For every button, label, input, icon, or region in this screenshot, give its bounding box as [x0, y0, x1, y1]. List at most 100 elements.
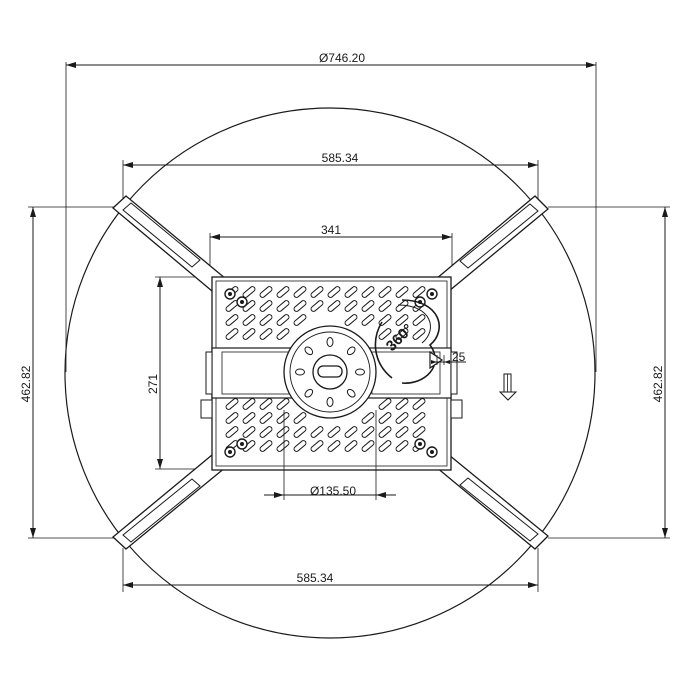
- right-height-label: 462.82: [651, 365, 665, 402]
- slot: [395, 300, 409, 312]
- corner-bolts: [224, 288, 438, 458]
- hub-hole: [326, 337, 334, 347]
- arm-span-bottom-label: 585.34: [297, 571, 334, 585]
- slot: [276, 314, 290, 326]
- slot: [293, 286, 307, 298]
- tool-symbol: [498, 373, 518, 401]
- hub-hole: [346, 388, 356, 398]
- slot: [327, 300, 341, 312]
- slot: [276, 440, 290, 452]
- slot: [242, 328, 256, 340]
- right-height-dimension: 462.82: [548, 206, 670, 539]
- slot: [242, 398, 256, 410]
- plate-height-label: 271: [146, 374, 160, 394]
- slot: [276, 398, 290, 410]
- slot: [225, 328, 239, 340]
- slot: [242, 426, 256, 438]
- slot: [276, 412, 290, 424]
- slot: [412, 328, 426, 340]
- hub-hole: [304, 388, 314, 398]
- slot: [293, 300, 307, 312]
- slot: [361, 300, 375, 312]
- slot: [327, 426, 341, 438]
- slot: [276, 286, 290, 298]
- hub-diameter-label: Ø135.50: [310, 484, 356, 498]
- slot: [242, 300, 256, 312]
- hub-hole: [304, 346, 314, 356]
- slot: [361, 314, 375, 326]
- slot: [225, 314, 239, 326]
- slot-pattern-top: [225, 286, 426, 340]
- slot: [361, 412, 375, 424]
- slot: [225, 398, 239, 410]
- central-hub: [283, 325, 377, 419]
- slot: [259, 398, 273, 410]
- left-height-label: 462.82: [19, 365, 33, 402]
- arm-bottom-right: [435, 454, 549, 550]
- arm-span-top-label: 585.34: [322, 151, 359, 165]
- slot: [378, 426, 392, 438]
- slot: [412, 426, 426, 438]
- slot: [310, 300, 324, 312]
- diameter-dimension: Ø746.20: [65, 51, 597, 372]
- slot: [310, 286, 324, 298]
- slot: [344, 314, 358, 326]
- slot: [242, 412, 256, 424]
- slot: [361, 426, 375, 438]
- arm-span-top-dimension: 585.34: [122, 151, 539, 200]
- slot: [293, 440, 307, 452]
- slot: [242, 314, 256, 326]
- slot: [361, 286, 375, 298]
- slot: [344, 300, 358, 312]
- tilt-offset-label: 25: [452, 350, 466, 364]
- hub-diameter-dimension: Ø135.50: [264, 410, 396, 500]
- plate-height-dimension: 271: [146, 276, 212, 470]
- slot: [395, 426, 409, 438]
- slot: [378, 328, 392, 340]
- left-height-dimension: 462.82: [19, 206, 122, 539]
- slot: [412, 314, 426, 326]
- slot: [378, 398, 392, 410]
- slot: [293, 426, 307, 438]
- slot: [310, 440, 324, 452]
- slot: [259, 328, 273, 340]
- hub-hole: [355, 368, 365, 376]
- slot: [276, 426, 290, 438]
- slot: [293, 314, 307, 326]
- slot: [412, 286, 426, 298]
- slot: [395, 314, 409, 326]
- slot: [327, 440, 341, 452]
- slot: [259, 300, 273, 312]
- plate-width-label: 341: [321, 223, 341, 237]
- slot: [259, 286, 273, 298]
- slot: [412, 398, 426, 410]
- slot: [293, 412, 307, 424]
- hub-hole: [346, 346, 356, 356]
- slot: [259, 412, 273, 424]
- hub-hole: [326, 397, 334, 407]
- slot: [378, 440, 392, 452]
- slot: [225, 412, 239, 424]
- slot: [361, 440, 375, 452]
- slot: [395, 412, 409, 424]
- slot: [242, 286, 256, 298]
- slot: [259, 440, 273, 452]
- slot: [276, 300, 290, 312]
- slot: [378, 412, 392, 424]
- hub-hole: [295, 368, 305, 376]
- slot: [378, 300, 392, 312]
- arm-top-right: [435, 195, 549, 292]
- slot: [310, 426, 324, 438]
- swing-radius-circle: [64, 107, 596, 639]
- slot: [344, 286, 358, 298]
- slot: [259, 314, 273, 326]
- slot: [225, 426, 239, 438]
- tilt-offset-dimension: 25: [431, 350, 466, 365]
- slot: [395, 398, 409, 410]
- plate-width-dimension: 341: [209, 223, 453, 277]
- slot: [395, 286, 409, 298]
- slot: [378, 286, 392, 298]
- slot: [412, 412, 426, 424]
- slot: [276, 328, 290, 340]
